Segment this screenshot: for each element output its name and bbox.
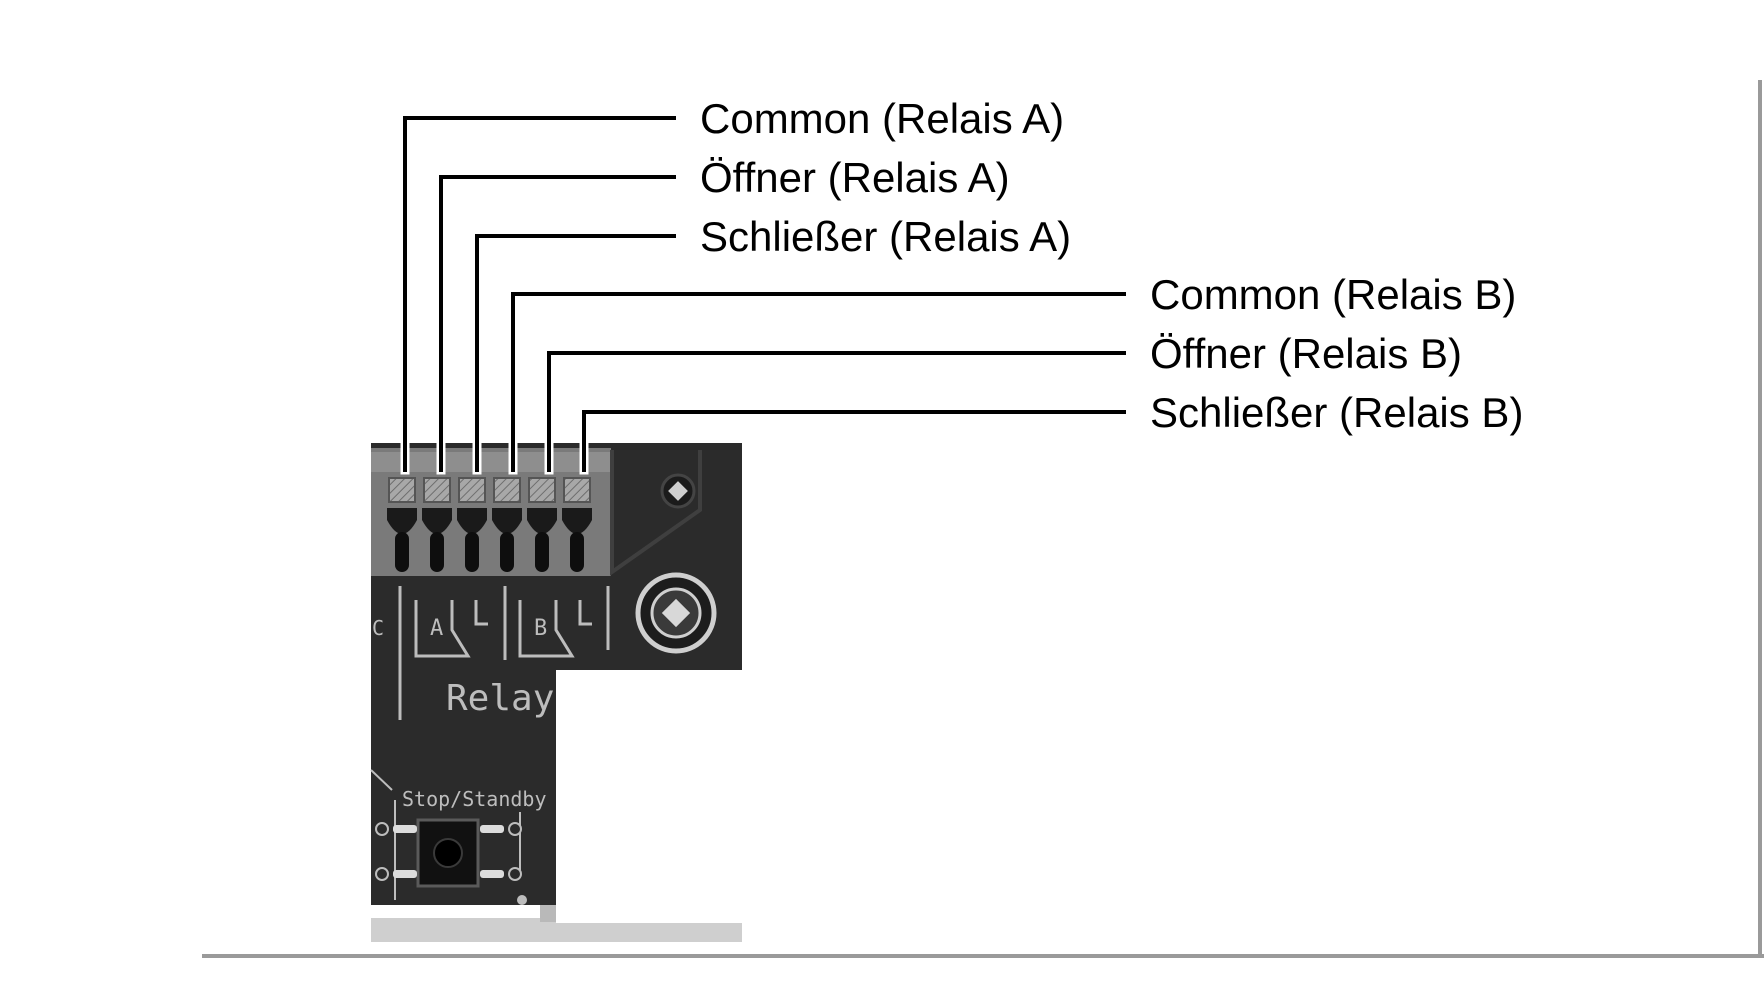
relay-silkscreen: Relay xyxy=(446,678,554,719)
leader-lines xyxy=(400,113,1129,475)
label-opener-relais-a: Öffner (Relais A) xyxy=(700,154,1010,201)
leader-common-b xyxy=(511,292,1126,472)
label-common-relais-b: Common (Relais B) xyxy=(1150,271,1516,318)
label-closer-relais-a: Schließer (Relais A) xyxy=(700,213,1071,260)
label-closer-relais-b: Schließer (Relais B) xyxy=(1150,389,1523,436)
leader-opener-b xyxy=(547,351,1126,472)
terminals xyxy=(387,477,592,572)
relay-a-symbol: A xyxy=(430,616,443,641)
leader-opener-a xyxy=(439,175,676,472)
stop-standby-silkscreen: Stop/Standby xyxy=(402,787,547,811)
housing-right xyxy=(556,685,742,923)
label-common-relais-a: Common (Relais A) xyxy=(700,95,1064,142)
terminal-5 xyxy=(527,477,557,572)
edge-letter: C xyxy=(372,616,384,640)
terminal-6 xyxy=(562,477,592,572)
relay-b-symbol: B xyxy=(534,616,547,641)
leader-common-a xyxy=(403,116,676,472)
callout-labels: Common (Relais A) Öffner (Relais A) Schl… xyxy=(700,95,1523,436)
leader-closer-a xyxy=(475,234,676,472)
terminal-4 xyxy=(492,477,522,572)
terminal-2 xyxy=(422,477,452,572)
terminal-1 xyxy=(387,477,417,572)
terminal-3 xyxy=(457,477,487,572)
leader-closer-b xyxy=(582,410,1126,472)
label-opener-relais-b: Öffner (Relais B) xyxy=(1150,330,1462,377)
